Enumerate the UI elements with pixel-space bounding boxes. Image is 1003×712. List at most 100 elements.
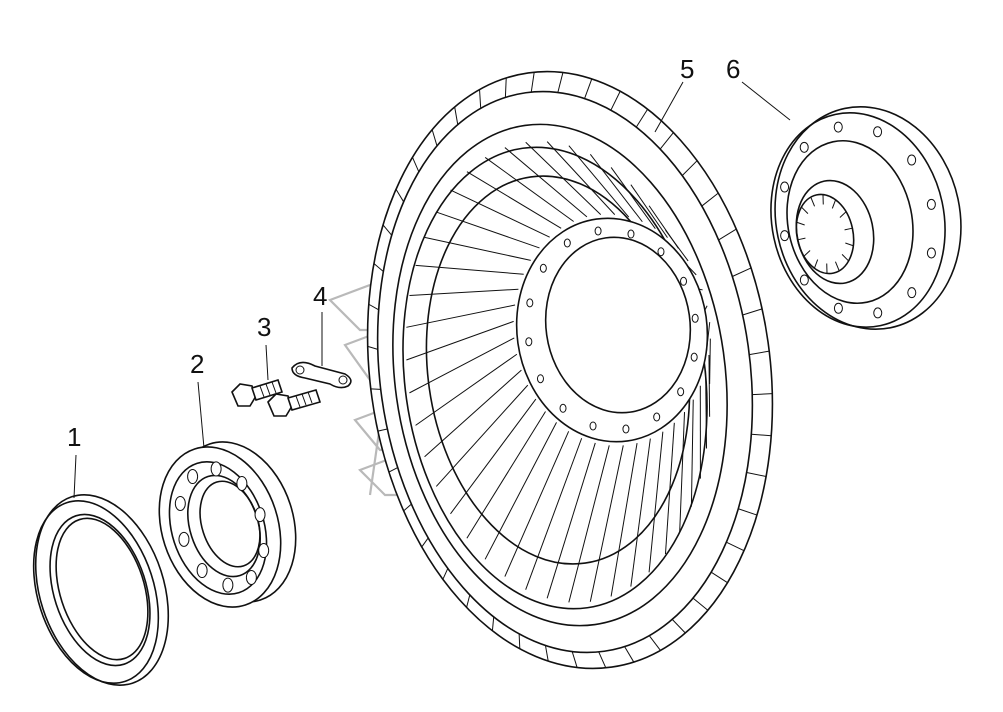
outer-vane — [681, 160, 698, 176]
leader-lines — [73, 81, 791, 499]
turbine-blade — [648, 431, 664, 573]
turbine-blade — [705, 370, 708, 449]
outer-vane — [751, 433, 772, 437]
turbine-blade — [525, 141, 602, 215]
spline-teeth — [796, 194, 854, 274]
flange-bolt-hole — [907, 287, 917, 299]
outer-vane — [752, 393, 773, 396]
spline-tooth — [831, 199, 837, 209]
turbine-blade — [610, 167, 656, 229]
outer-vane — [431, 129, 438, 147]
outer-vane — [544, 645, 549, 662]
outer-vane — [710, 571, 728, 584]
turbine-blade — [504, 431, 570, 577]
turbine-blade — [466, 411, 546, 539]
outer-vane — [738, 508, 758, 516]
outer-vane — [726, 541, 745, 552]
bolt-lower — [267, 389, 322, 417]
callout-3: 3 — [257, 312, 272, 342]
callout-2: 2 — [190, 349, 205, 379]
hub-bolt-hole — [627, 229, 635, 239]
outer-vane — [388, 467, 398, 473]
callout-6: 6 — [726, 54, 741, 84]
flange-bolt-hole — [799, 274, 809, 286]
flange-bolt-hole — [833, 121, 843, 133]
bearing-ball — [210, 461, 222, 477]
bearing-ball — [236, 475, 248, 491]
spline-tooth — [803, 250, 811, 257]
turbine-blade — [466, 171, 562, 229]
outer-vane — [584, 78, 593, 99]
outer-vane — [412, 157, 420, 173]
outer-vane — [530, 72, 535, 93]
outer-vane — [718, 228, 737, 241]
turbine-blade — [610, 443, 638, 597]
bearing-ball — [178, 531, 190, 547]
bolt-upper — [231, 379, 284, 407]
turbine-wheel — [366, 70, 774, 670]
callout-1: 1 — [67, 422, 82, 452]
turbine-blade — [568, 145, 630, 218]
bearing-ball — [254, 507, 266, 523]
spline-tooth — [810, 196, 816, 207]
bearing-ball — [245, 569, 257, 585]
outer-vane — [557, 72, 564, 93]
turbine-blade — [589, 154, 643, 223]
spline-tooth — [844, 227, 853, 231]
spline-tooth — [813, 259, 819, 269]
outer-vane — [671, 619, 686, 634]
outer-vane — [732, 267, 752, 277]
turbine-blade — [424, 369, 522, 458]
hub-bolt-holes — [525, 226, 699, 434]
outer-vane — [635, 108, 649, 128]
hub-bolt-hole — [594, 226, 602, 236]
flange-bolt-hole — [907, 154, 917, 166]
hub-bolt-hole — [691, 313, 699, 323]
flange-bolt-hole — [873, 307, 883, 319]
outer-vane — [692, 597, 709, 611]
hub-bolt-hole — [680, 276, 688, 286]
outer-vane — [403, 503, 412, 512]
bearing-balls — [174, 461, 270, 593]
turbine-blade — [546, 141, 616, 215]
turbine-blade — [435, 384, 529, 487]
outer-vane — [382, 224, 393, 236]
spline-tooth — [841, 253, 849, 262]
turbine-blade — [450, 189, 550, 238]
turbine-blade — [525, 438, 583, 590]
turbine-blade — [484, 422, 557, 560]
spline-tooth — [797, 237, 806, 241]
outer-vane — [367, 345, 378, 350]
spline-tooth — [839, 211, 847, 218]
outer-vane — [479, 89, 482, 109]
lock-plate — [291, 361, 352, 389]
outer-vane — [598, 651, 607, 668]
bearing-ball — [196, 563, 208, 579]
spline-tooth — [845, 242, 854, 247]
outer-vane — [491, 616, 495, 631]
flange-bolt-hole — [926, 198, 936, 210]
outer-vane — [368, 303, 379, 311]
outer-vane — [373, 263, 384, 272]
outer-vane — [395, 189, 405, 203]
turbine-blade — [415, 353, 518, 426]
turbine-blade — [504, 147, 588, 218]
outer-vane — [504, 77, 507, 98]
bearing-ball — [187, 469, 199, 485]
bearing-ball — [222, 577, 234, 593]
outer-vane — [466, 594, 471, 608]
outer-vane — [701, 192, 719, 207]
outer-vane — [648, 635, 661, 651]
turbine-blade — [409, 288, 519, 297]
hub-bolt-hole — [589, 421, 597, 431]
spline-tooth — [801, 206, 809, 215]
outer-vane — [624, 646, 635, 663]
outer-vane — [421, 537, 429, 548]
turbine-blade — [546, 442, 596, 599]
turbine-blade — [406, 320, 514, 361]
flange-bolt-hole — [780, 230, 790, 242]
turbine-blade — [484, 157, 574, 222]
bearing — [158, 441, 297, 608]
outer-vane — [742, 308, 763, 316]
